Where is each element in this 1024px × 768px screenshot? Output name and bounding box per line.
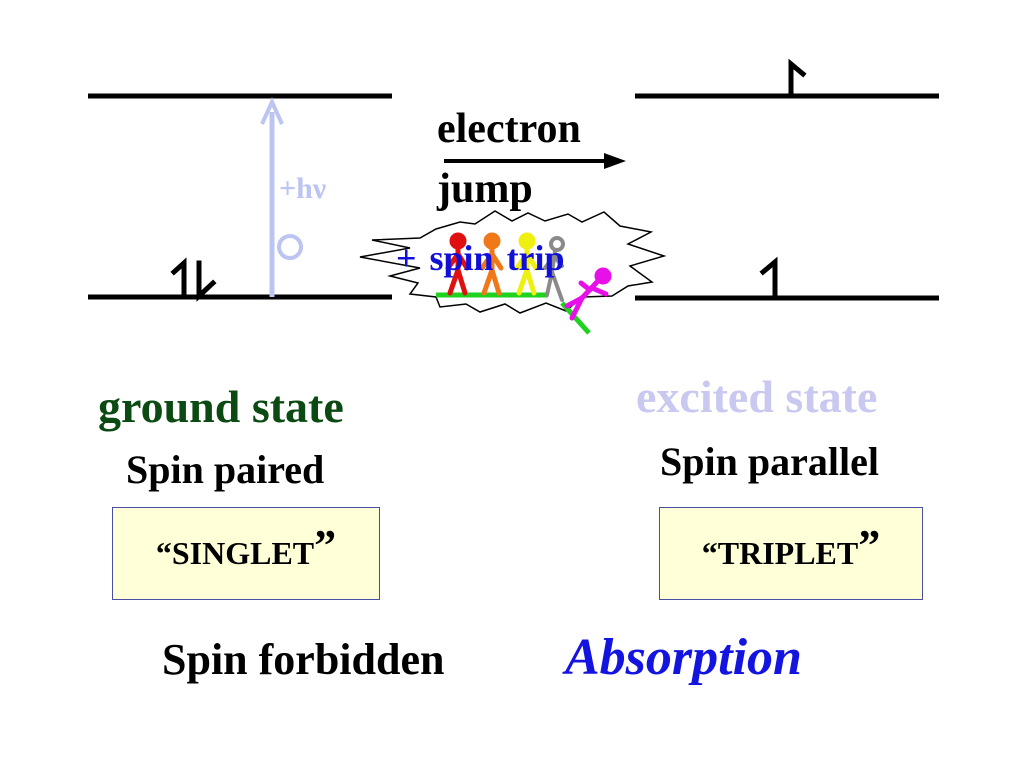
ground-state-subtitle: Spin paired <box>126 447 325 492</box>
right-arrow-icon <box>444 153 626 169</box>
triplet-label: TRIPLET <box>717 535 859 571</box>
triplet-close-quote: ” <box>858 521 881 570</box>
electron-label: electron <box>437 106 581 152</box>
triplet-open-quote: “ <box>701 535 718 571</box>
photon-arrow-icon <box>260 97 303 297</box>
singlet-box: “SINGLET” <box>112 507 380 600</box>
photon-label: +hν <box>279 172 327 205</box>
ground-state-title: ground state <box>98 381 344 432</box>
spin-forbidden-label: Spin forbidden <box>162 635 445 684</box>
excited-state-title: excited state <box>636 371 878 422</box>
singlet-label: SINGLET <box>171 535 315 571</box>
excited-state-subtitle: Spin parallel <box>660 439 879 484</box>
stick-figures-icon <box>445 232 612 321</box>
absorption-label: Absorption <box>565 629 802 686</box>
spin-up-down-arrows-icon <box>170 257 217 302</box>
singlet-open-quote: “ <box>155 535 172 571</box>
singlet-close-quote: ” <box>314 521 337 570</box>
spin-up-arrow-icon-lower <box>759 256 778 299</box>
jump-label: jump <box>437 166 533 212</box>
spin-up-arrow-icon-upper <box>788 58 807 97</box>
spin-trip-label: + spin trip <box>396 238 565 278</box>
triplet-box: “TRIPLET” <box>659 507 923 600</box>
